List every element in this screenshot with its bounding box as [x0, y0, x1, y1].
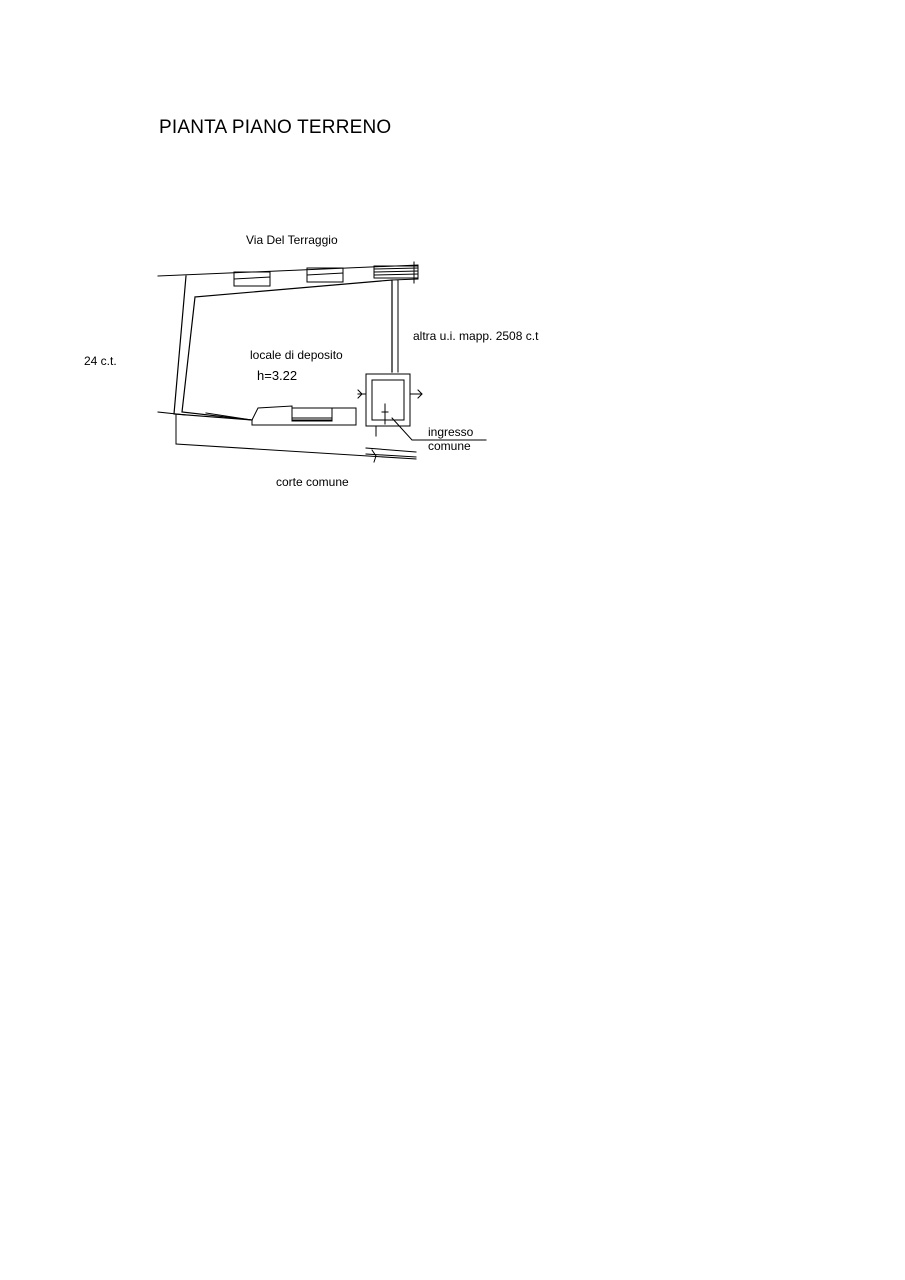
room-name-label: locale di deposito — [250, 348, 343, 362]
bottom-left-segment — [157, 411, 253, 421]
neighbor-right-label: altra u.i. mapp. 2508 c.t — [413, 329, 539, 343]
street-line — [157, 264, 419, 277]
courtyard-label: corte comune — [276, 475, 349, 489]
outer-wall — [173, 275, 253, 421]
room-height-label: h=3.22 — [257, 368, 297, 383]
right-wall — [391, 278, 419, 373]
window-1 — [233, 271, 271, 287]
bottom-opening — [291, 407, 333, 421]
window-2 — [306, 267, 344, 283]
courtyard-line-inner — [365, 447, 417, 458]
bottom-wall — [251, 405, 357, 426]
window-3 — [373, 261, 419, 284]
entrance-label-line2: comune — [428, 439, 471, 453]
neighbor-left-label: 24 c.t. — [84, 354, 117, 368]
page-title: PIANTA PIANO TERRENO — [159, 117, 392, 138]
entrance-label-line1: ingresso — [428, 425, 474, 439]
entrance-stair — [357, 373, 423, 437]
courtyard-line — [175, 443, 417, 460]
entrance-leader — [391, 417, 487, 441]
courtyard-marker — [371, 449, 377, 463]
street-label: Via Del Terraggio — [246, 233, 338, 247]
